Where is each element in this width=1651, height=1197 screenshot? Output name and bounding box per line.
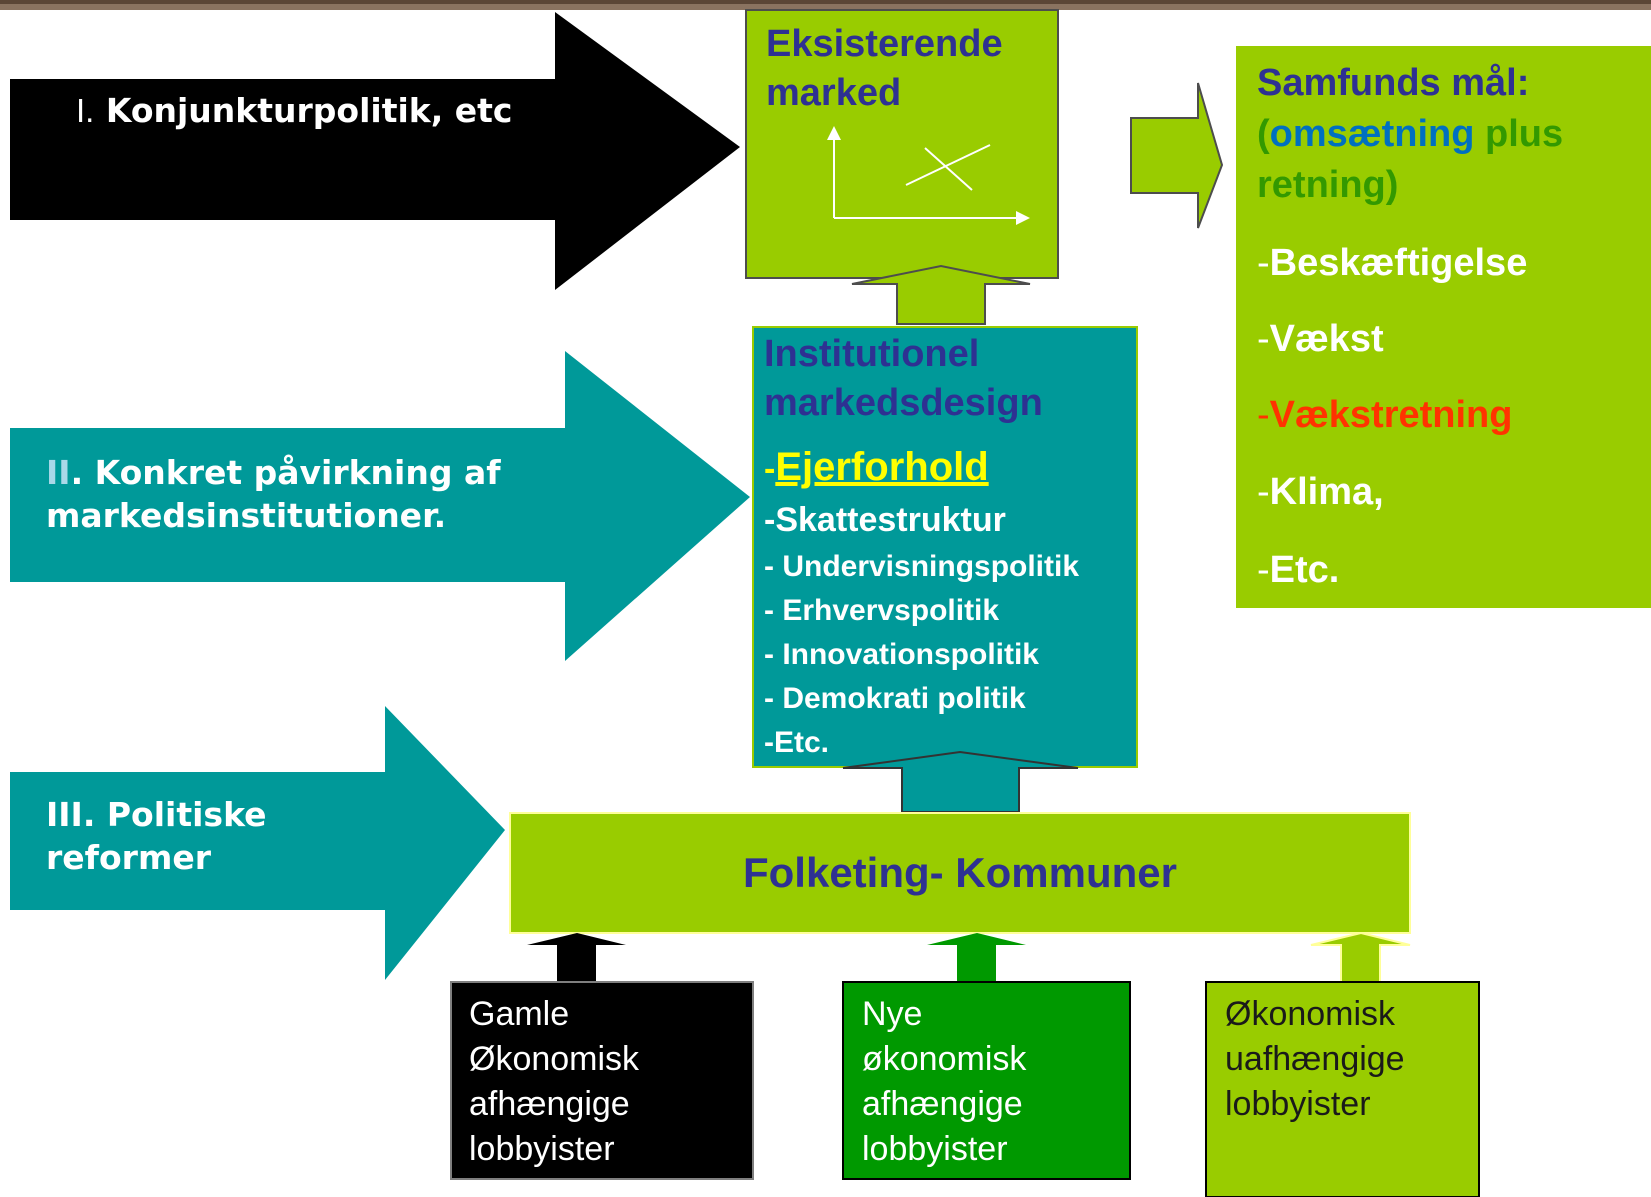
old-lobby-line-2: Økonomisk	[469, 1040, 640, 1078]
policy-arrow-1-numeral: I.	[76, 92, 95, 129]
goals-plus: plus	[1474, 113, 1564, 155]
goal-label: Etc.	[1269, 549, 1340, 591]
policy-arrow-2-text-line-2: markedsinstitutioner.	[46, 495, 447, 535]
market-box-title-line-2: marked	[766, 72, 902, 115]
new-lobby-box	[842, 981, 1131, 1180]
goal-item-etc: -Etc.	[1257, 551, 1339, 589]
parliament-to-institutions-arrow	[842, 750, 1079, 813]
institutional-item: - Demokrati politik	[764, 682, 1026, 715]
policy-arrow-2-numeral: II	[46, 453, 71, 492]
old-lobby-box	[450, 981, 754, 1180]
policy-arrow-1-text: Konjunkturpolitik, etc	[94, 91, 513, 130]
old-lobby-line-1: Gamle	[469, 995, 570, 1033]
independent-lobby-line-3: lobbyister	[1225, 1085, 1371, 1123]
new-lobby-line-1: Nye	[862, 995, 923, 1033]
independent-lobby-arrow	[1310, 931, 1411, 983]
institutional-item-ownership: -Ejerforhold	[764, 441, 1079, 495]
goals-title-line-2: (omsætning plus	[1257, 109, 1563, 160]
institutional-item: - Erhvervspolitik	[764, 594, 1000, 627]
policy-arrow-3-label: III. Politiske reformer	[46, 794, 267, 880]
goal-dash: -	[1257, 242, 1270, 284]
market-to-goals-arrow	[1130, 82, 1224, 229]
goal-dash: -	[1257, 394, 1270, 436]
new-lobby-label: Nye økonomisk afhængige lobbyister	[862, 992, 1026, 1172]
goal-item-growth-direction: -Vækstretning	[1257, 396, 1512, 434]
goals-title-line-1: Samfunds mål:	[1257, 62, 1530, 104]
goal-item-employment: -Beskæftigelse	[1257, 244, 1527, 282]
market-box	[745, 9, 1059, 279]
policy-arrow-3-line-2: reformer	[46, 837, 211, 877]
independent-lobby-box	[1205, 981, 1480, 1197]
institutional-box-title: Institutionel markedsdesign	[764, 330, 1043, 429]
parliament-label: Folketing- Kommuner	[742, 849, 1177, 896]
institutional-item: -Etc.	[764, 726, 830, 759]
independent-lobby-label: Økonomisk uafhængige lobbyister	[1225, 992, 1405, 1127]
independent-lobby-line-1: Økonomisk	[1225, 995, 1396, 1033]
policy-arrow-1-label: I. Konjunkturpolitik, etc	[76, 90, 512, 133]
ownership-link[interactable]: Ejerforhold	[775, 445, 989, 489]
institutional-item: -Skattestruktur	[764, 501, 1006, 539]
goal-label: Klima,	[1269, 471, 1384, 513]
new-lobby-line-2: økonomisk	[862, 1040, 1027, 1078]
goal-label: Beskæftigelse	[1269, 242, 1528, 284]
institutional-box-title-line-2: markedsdesign	[764, 382, 1043, 425]
institutional-list: -Ejerforhold -Skattestruktur - Undervisn…	[764, 441, 1079, 765]
goals-box	[1236, 46, 1651, 608]
institutional-box-title-line-1: Institutionel	[764, 333, 980, 375]
policy-arrow-1	[10, 12, 740, 290]
market-box-title: Eksisterende marked	[766, 20, 1003, 119]
institutions-to-market-arrow	[851, 264, 1031, 325]
institutional-item: - Undervisningspolitik	[764, 550, 1080, 583]
goal-label: Vækstretning	[1269, 394, 1513, 436]
ownership-dash: -	[764, 450, 776, 488]
old-lobby-line-3: afhængige	[469, 1085, 630, 1123]
new-lobby-arrow	[927, 933, 1026, 982]
institutional-box	[752, 326, 1138, 768]
top-photo-strip	[0, 0, 1651, 10]
parliament-box	[509, 812, 1411, 934]
new-lobby-line-4: lobbyister	[862, 1130, 1008, 1168]
policy-arrow-3	[10, 706, 505, 980]
policy-arrow-2-text: . Konkret påvirkning af	[70, 453, 501, 492]
old-lobby-arrow	[527, 933, 626, 982]
goal-item-growth: -Vækst	[1257, 320, 1384, 358]
goal-dash: -	[1257, 471, 1270, 513]
goals-title-line-3: retning)	[1257, 164, 1399, 206]
independent-lobby-line-2: uafhængige	[1225, 1040, 1405, 1078]
old-lobby-label: Gamle Økonomisk afhængige lobbyister	[469, 992, 639, 1172]
market-box-title-line-1: Eksisterende	[766, 23, 1003, 65]
old-lobby-line-4: lobbyister	[469, 1130, 615, 1168]
supply-demand-icon	[827, 126, 1030, 225]
goal-dash: -	[1257, 549, 1270, 591]
goals-omsaetning: omsætning	[1269, 113, 1475, 155]
policy-arrow-2	[10, 351, 750, 661]
institutional-item: - Innovationspolitik	[764, 638, 1039, 671]
goals-paren-open: (	[1257, 113, 1270, 155]
goal-label: Vækst	[1269, 318, 1384, 360]
goal-item-climate: -Klima,	[1257, 473, 1384, 511]
new-lobby-line-3: afhængige	[862, 1085, 1023, 1123]
goal-dash: -	[1257, 318, 1270, 360]
policy-arrow-3-line-1: III. Politiske	[46, 795, 267, 834]
policy-arrow-2-label: II. Konkret påvirkning af markedsinstitu…	[46, 452, 501, 538]
goals-title: Samfunds mål: (omsætning plus retning)	[1257, 58, 1563, 211]
